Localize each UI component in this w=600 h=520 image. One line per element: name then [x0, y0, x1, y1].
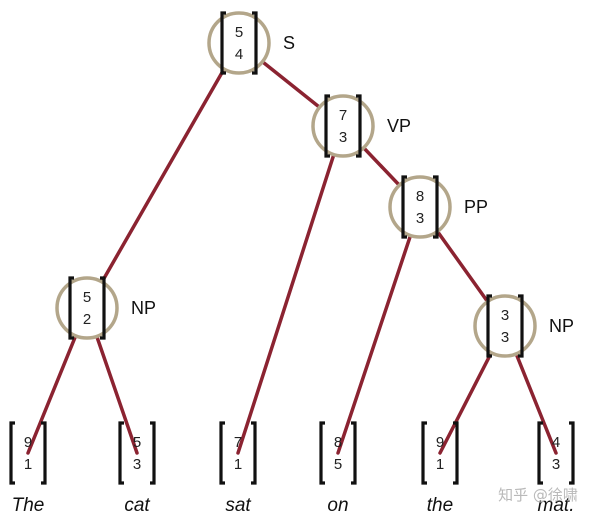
- node-pp-circle: [388, 175, 452, 239]
- node-np2-value-1: 3: [501, 307, 509, 324]
- leaf-w4-word: on: [327, 495, 348, 516]
- leaf-w2-value-2: 3: [133, 456, 141, 473]
- leaf-w5-left-bracket: [421, 421, 427, 485]
- leaf-w2-value-1: 5: [133, 434, 141, 451]
- leaf-w1-left-bracket: [9, 421, 15, 485]
- leaf-w3-vector: 71: [219, 421, 257, 485]
- node-np1-left-bracket: [68, 276, 74, 340]
- leaf-w4-right-bracket: [351, 421, 357, 485]
- leaf-w2-left-bracket: [118, 421, 124, 485]
- leaf-w3-left-bracket: [219, 421, 225, 485]
- leaf-w6-right-bracket: [569, 421, 575, 485]
- node-vp-label: VP: [387, 116, 411, 136]
- node-vp-left-bracket: [324, 94, 330, 158]
- leaf-w4-value-1: 8: [334, 434, 342, 451]
- leaf-w1-value-2: 1: [24, 456, 32, 473]
- leaf-w1-vector: 91: [9, 421, 47, 485]
- leaf-w2-vector: 53: [118, 421, 156, 485]
- tree-edges: [26, 41, 558, 455]
- leaf-w5-value-2: 1: [436, 456, 444, 473]
- leaf-w3-right-bracket: [251, 421, 257, 485]
- node-np1-label: NP: [131, 298, 156, 318]
- node-np1-circle: [55, 276, 119, 340]
- edge-vp-w3: [236, 124, 345, 455]
- watermark-text: 知乎 @徐啸: [498, 486, 578, 504]
- leaf-w5-value-1: 9: [436, 434, 444, 451]
- node-pp-value-1: 8: [416, 188, 424, 205]
- leaf-w6-value-2: 3: [552, 456, 560, 473]
- node-s-label: S: [283, 33, 295, 53]
- leaf-w3-value-2: 1: [234, 456, 242, 473]
- leaf-w2-word: cat: [124, 495, 150, 516]
- leaf-w5-vector: 91: [421, 421, 459, 485]
- edge-pp-w4: [336, 205, 422, 455]
- node-pp-right-bracket: [433, 175, 439, 239]
- node-np2-circle: [473, 294, 537, 358]
- node-np1-right-bracket: [100, 276, 106, 340]
- leaf-w3-word: sat: [225, 495, 251, 516]
- node-s-right-bracket: [252, 11, 258, 75]
- leaf-w4-left-bracket: [319, 421, 325, 485]
- node-np2-value-2: 3: [501, 329, 509, 346]
- node-pp-vector: 83: [401, 175, 439, 239]
- node-np2-right-bracket: [518, 294, 524, 358]
- node-np2-vector: 33: [486, 294, 524, 358]
- node-np1-vector: 52: [68, 276, 106, 340]
- leaf-w1-value-1: 9: [24, 434, 32, 451]
- node-s-circle: [207, 11, 271, 75]
- leaf-w3-value-1: 7: [234, 434, 242, 451]
- leaf-w6-value-1: 4: [552, 434, 560, 451]
- leaf-w1-right-bracket: [41, 421, 47, 485]
- leaf-w6-left-bracket: [537, 421, 543, 485]
- node-s-value-2: 4: [235, 46, 243, 63]
- leaf-w2-right-bracket: [150, 421, 156, 485]
- node-vp-value-1: 7: [339, 107, 347, 124]
- node-pp-label: PP: [464, 197, 488, 217]
- node-s-value-1: 5: [235, 24, 243, 41]
- node-vp-vector: 73: [324, 94, 362, 158]
- leaf-w5-word: the: [427, 495, 453, 516]
- node-np2-label: NP: [549, 316, 574, 336]
- node-pp-left-bracket: [401, 175, 407, 239]
- node-np1-value-2: 2: [83, 311, 91, 328]
- node-s: 54S: [207, 11, 295, 75]
- node-s-vector: 54: [220, 11, 258, 75]
- node-np2-left-bracket: [486, 294, 492, 358]
- leaf-w6-vector: 43: [537, 421, 575, 485]
- node-vp-circle: [311, 94, 375, 158]
- node-vp-value-2: 3: [339, 129, 347, 146]
- node-pp-value-2: 3: [416, 210, 424, 227]
- edge-s-np1: [85, 41, 241, 310]
- node-s-left-bracket: [220, 11, 226, 75]
- leaf-w5-right-bracket: [453, 421, 459, 485]
- leaf-w4-vector: 85: [319, 421, 357, 485]
- leaf-w4-value-2: 5: [334, 456, 342, 473]
- leaf-w6-word: mat.: [538, 495, 575, 516]
- node-vp-right-bracket: [356, 94, 362, 158]
- leaf-w1-word: The: [12, 495, 45, 516]
- node-np1-value-1: 5: [83, 289, 91, 306]
